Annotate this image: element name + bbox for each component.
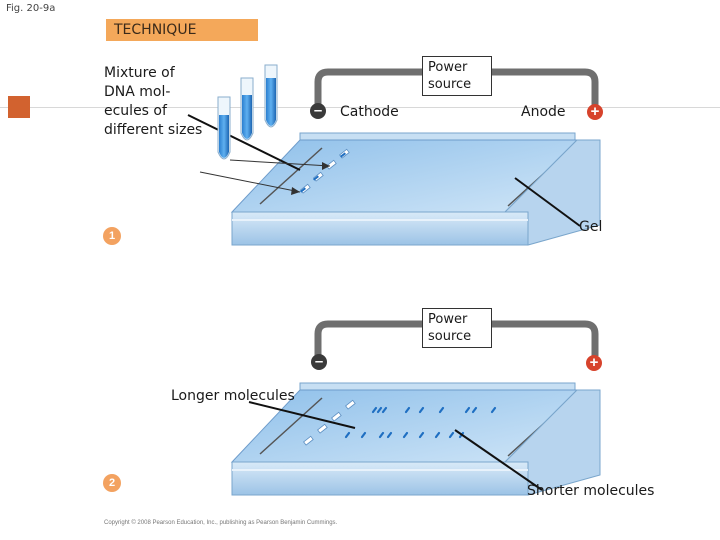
test-tube-3 [264, 64, 278, 128]
longer-molecules-label: Longer molecules [171, 388, 295, 404]
gel-label: Gel [579, 219, 603, 235]
copyright-notice: Copyright © 2008 Pearson Education, Inc.… [104, 520, 338, 526]
power-source-2: Power source [422, 308, 492, 348]
test-tube-1 [217, 96, 231, 160]
tray-2-side [504, 389, 601, 496]
step-1-badge: 1 [103, 227, 121, 245]
dna-bands [344, 406, 497, 439]
mixture-label: Mixture of DNA mol-ecules of different s… [104, 65, 203, 138]
test-tube-2 [240, 77, 254, 141]
power-wire-2 [314, 320, 599, 356]
figure-label: Fig. 20-9a [6, 3, 56, 14]
step-2-badge: 2 [103, 474, 121, 492]
apparatus-2 [230, 320, 601, 496]
header-divider [0, 107, 720, 108]
technique-header: TECHNIQUE [106, 19, 258, 41]
tray-2-front [231, 461, 529, 496]
positive-terminal-2: + [586, 355, 602, 371]
test-tubes [217, 64, 278, 160]
anode-label: Anode [521, 104, 566, 120]
negative-terminal-1: – [310, 103, 326, 119]
tray-1-front [231, 211, 529, 246]
cathode-label: Cathode [340, 104, 399, 120]
power-source-1: Power source [422, 56, 492, 96]
negative-terminal-2: – [311, 354, 327, 370]
positive-terminal-1: + [587, 104, 603, 120]
power-wire-1 [314, 68, 599, 106]
shorter-molecules-label: Shorter molecules [527, 483, 655, 499]
apparatus-1 [187, 64, 601, 246]
tray-1-side [504, 139, 601, 246]
decorative-square [8, 96, 30, 118]
